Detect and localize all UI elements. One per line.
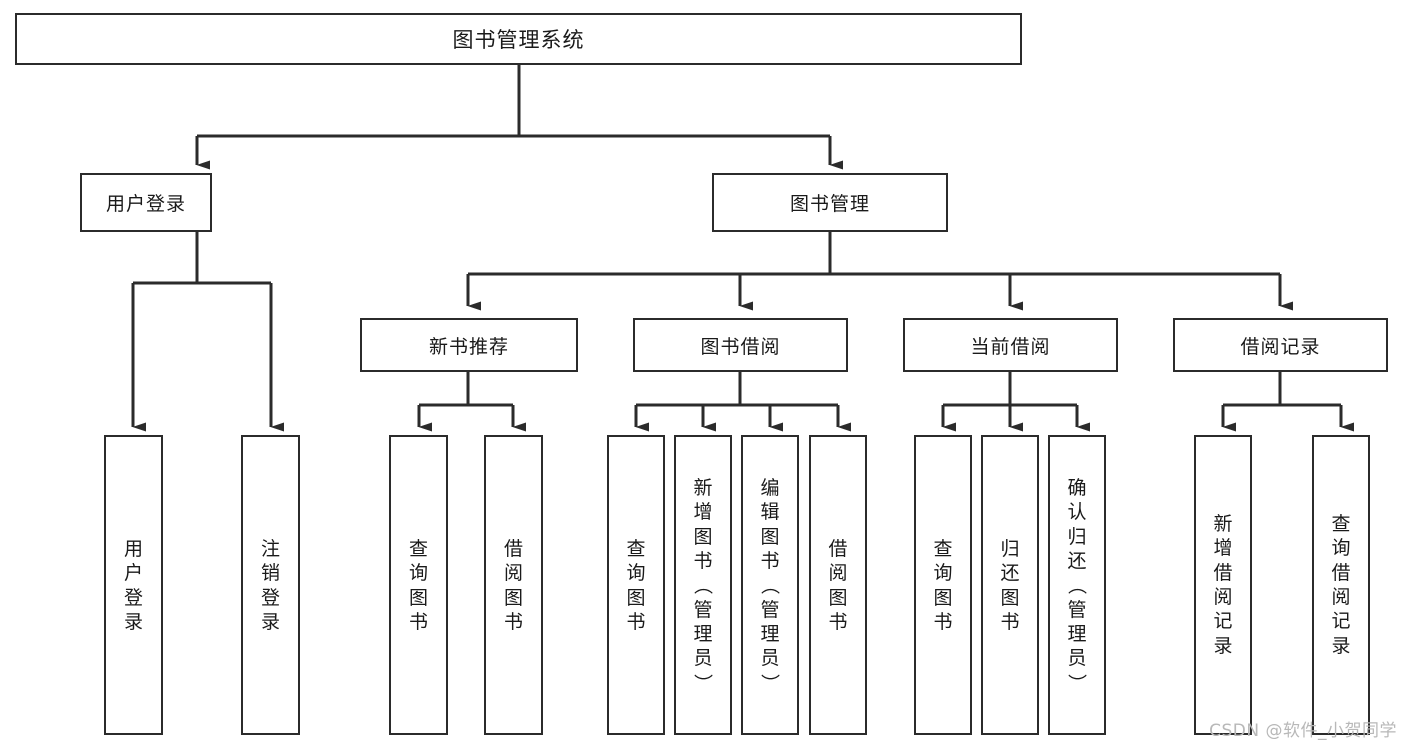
node-book-borrow[interactable]: 图书借阅 [633,318,848,372]
leaf-borrow-book-recommend[interactable]: 借阅图书 [484,435,543,735]
leaf-label: 编辑图书（管理员） [759,477,782,693]
node-label: 新书推荐 [428,335,509,358]
node-current-borrow[interactable]: 当前借阅 [903,318,1118,372]
node-new-book-recommend[interactable]: 新书推荐 [360,318,578,372]
leaf-confirm-return-admin[interactable]: 确认归还（管理员） [1048,435,1106,735]
leaf-edit-book-admin[interactable]: 编辑图书（管理员） [741,435,799,735]
leaf-label: 查询图书 [408,538,428,633]
node-label: 图书管理 [789,193,870,215]
leaf-query-borrow-record[interactable]: 查询借阅记录 [1312,435,1370,735]
leaf-label: 新增借阅记录 [1213,513,1233,657]
node-label: 借阅记录 [1240,335,1321,358]
leaf-borrow-book-borrow[interactable]: 借阅图书 [809,435,867,735]
node-borrow-record[interactable]: 借阅记录 [1173,318,1388,372]
node-book-manage[interactable]: 图书管理 [712,173,948,232]
leaf-label: 查询借阅记录 [1331,513,1351,657]
leaf-label: 确认归还（管理员） [1066,477,1089,693]
node-label: 图书借阅 [700,335,781,358]
leaf-label: 借阅图书 [503,538,523,633]
leaf-return-book[interactable]: 归还图书 [981,435,1039,735]
node-label: 当前借阅 [970,335,1051,358]
leaf-query-book-recommend[interactable]: 查询图书 [389,435,448,735]
leaf-label: 新增图书（管理员） [692,477,715,693]
leaf-label: 注销登录 [260,538,280,633]
leaf-label: 用户登录 [123,538,143,633]
node-root-book-management-system[interactable]: 图书管理系统 [15,13,1022,65]
leaf-add-borrow-record[interactable]: 新增借阅记录 [1194,435,1252,735]
leaf-query-book-borrow[interactable]: 查询图书 [607,435,665,735]
node-user-login[interactable]: 用户登录 [80,173,212,232]
leaf-label: 借阅图书 [828,538,848,633]
node-label: 用户登录 [105,193,186,215]
leaf-add-book-admin[interactable]: 新增图书（管理员） [674,435,732,735]
node-label: 图书管理系统 [452,28,585,52]
leaf-label: 查询图书 [626,538,646,633]
leaf-label: 查询图书 [933,538,953,633]
leaf-logout-login[interactable]: 注销登录 [241,435,300,735]
leaf-label: 归还图书 [1000,538,1020,633]
leaf-query-book-current[interactable]: 查询图书 [914,435,972,735]
leaf-user-login[interactable]: 用户登录 [104,435,163,735]
